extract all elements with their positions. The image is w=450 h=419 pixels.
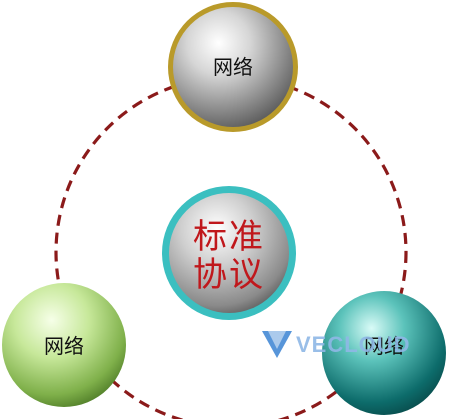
left-node: [2, 283, 126, 407]
center-label-line1: 标准: [193, 217, 265, 257]
right-node: [322, 291, 446, 415]
center-node-label: 标准 协议: [169, 218, 289, 294]
top-node-label: 网络: [213, 55, 253, 79]
watermark-text: VECLOUD: [296, 332, 411, 357]
center-label-line2: 协议: [193, 255, 265, 296]
top-node: [173, 7, 293, 127]
right-node-label: 网络: [364, 334, 404, 358]
watermark-logo: [262, 331, 292, 358]
watermark: VECLOUD: [262, 330, 411, 360]
left-node-label: 网络: [44, 334, 84, 358]
center-node: [169, 193, 289, 313]
orbit-ring: [54, 75, 408, 419]
